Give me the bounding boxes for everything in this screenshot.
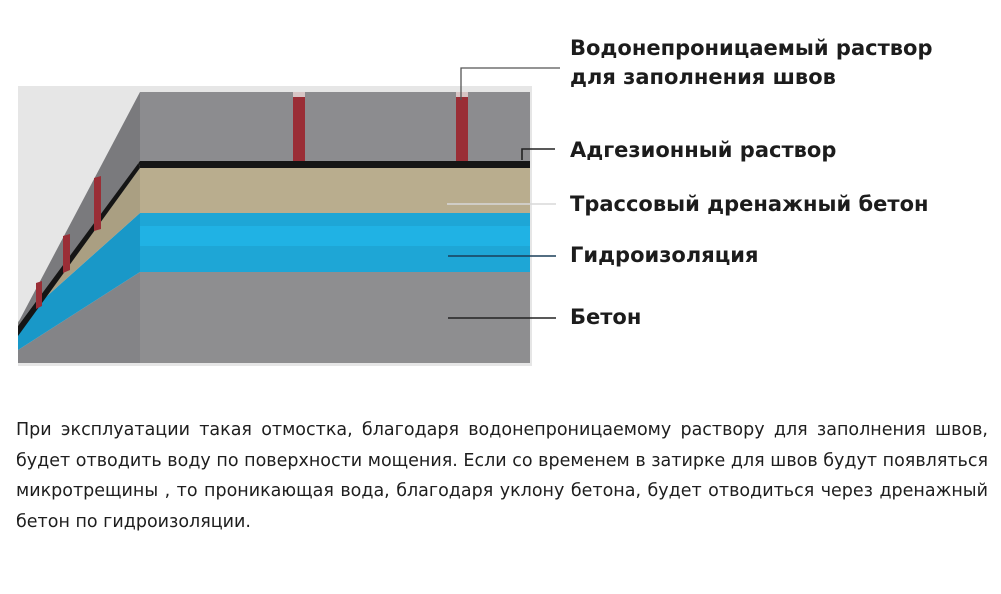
leader-adhesive (521, 148, 555, 160)
joint-top-2 (456, 92, 468, 97)
joint-front-2 (456, 97, 468, 161)
label-adhesive: Адгезионный раствор (570, 138, 837, 162)
waterproofing-layer-side (18, 213, 140, 350)
paving-layer-front (140, 92, 530, 161)
label-concrete: Бетон (570, 305, 642, 329)
joint-side-1 (94, 176, 101, 231)
adhesive-layer-side (18, 161, 140, 336)
adhesive-layer-front (138, 161, 530, 168)
concrete-layer-front (140, 272, 530, 363)
joint-top-1 (293, 92, 305, 97)
description-paragraph: При эксплуатации такая отмостка, благода… (16, 420, 988, 532)
concrete-layer-side (18, 272, 140, 363)
drainage-layer-front (140, 168, 530, 213)
joint-side-2 (63, 234, 70, 273)
paving-layer-side (18, 92, 140, 326)
joint-side-3 (36, 281, 42, 309)
waterproofing-highlight (140, 226, 530, 246)
layer-diagram (18, 67, 560, 366)
joint-front-1 (293, 97, 305, 161)
leader-joint-mortar (460, 67, 560, 100)
label-joint-mortar-line1: Водонепроницаемый раствор (570, 36, 933, 60)
label-waterproofing: Гидроизоляция (570, 243, 759, 267)
label-joint-mortar: Водонепроницаемый раствор для заполнения… (570, 34, 933, 92)
label-joint-mortar-line2: для заполнения швов (570, 65, 836, 89)
label-drainage: Трассовый дренажный бетон (570, 192, 929, 216)
